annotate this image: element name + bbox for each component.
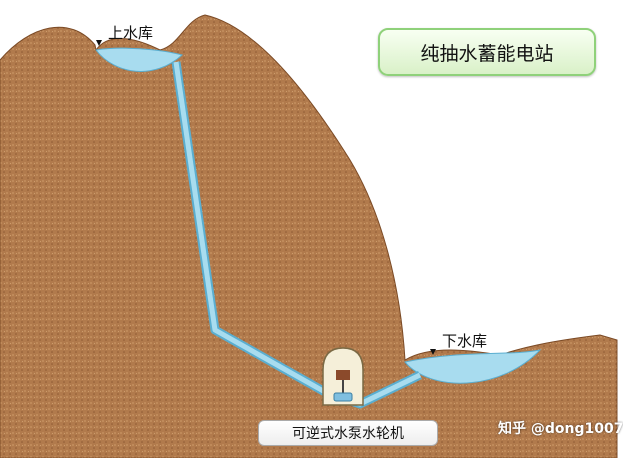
diagram-title: 纯抽水蓄能电站: [378, 28, 596, 76]
mountain-terrain: [0, 14, 618, 458]
lower-water-level-marker: [430, 349, 436, 355]
generator-icon: [336, 370, 350, 380]
pump-turbine-label: 可逆式水泵水轮机: [258, 420, 438, 446]
watermark: 知乎 @dong1007: [498, 421, 623, 437]
upper-reservoir-water: [95, 47, 184, 72]
upper-water-level-marker: [96, 40, 102, 46]
lower-reservoir-label: 下水库: [442, 332, 488, 350]
upper-reservoir-label: 上水库: [108, 24, 154, 42]
powerhouse-cavern: [322, 347, 364, 406]
lower-reservoir-water: [404, 349, 542, 384]
turbine-icon: [333, 392, 353, 402]
